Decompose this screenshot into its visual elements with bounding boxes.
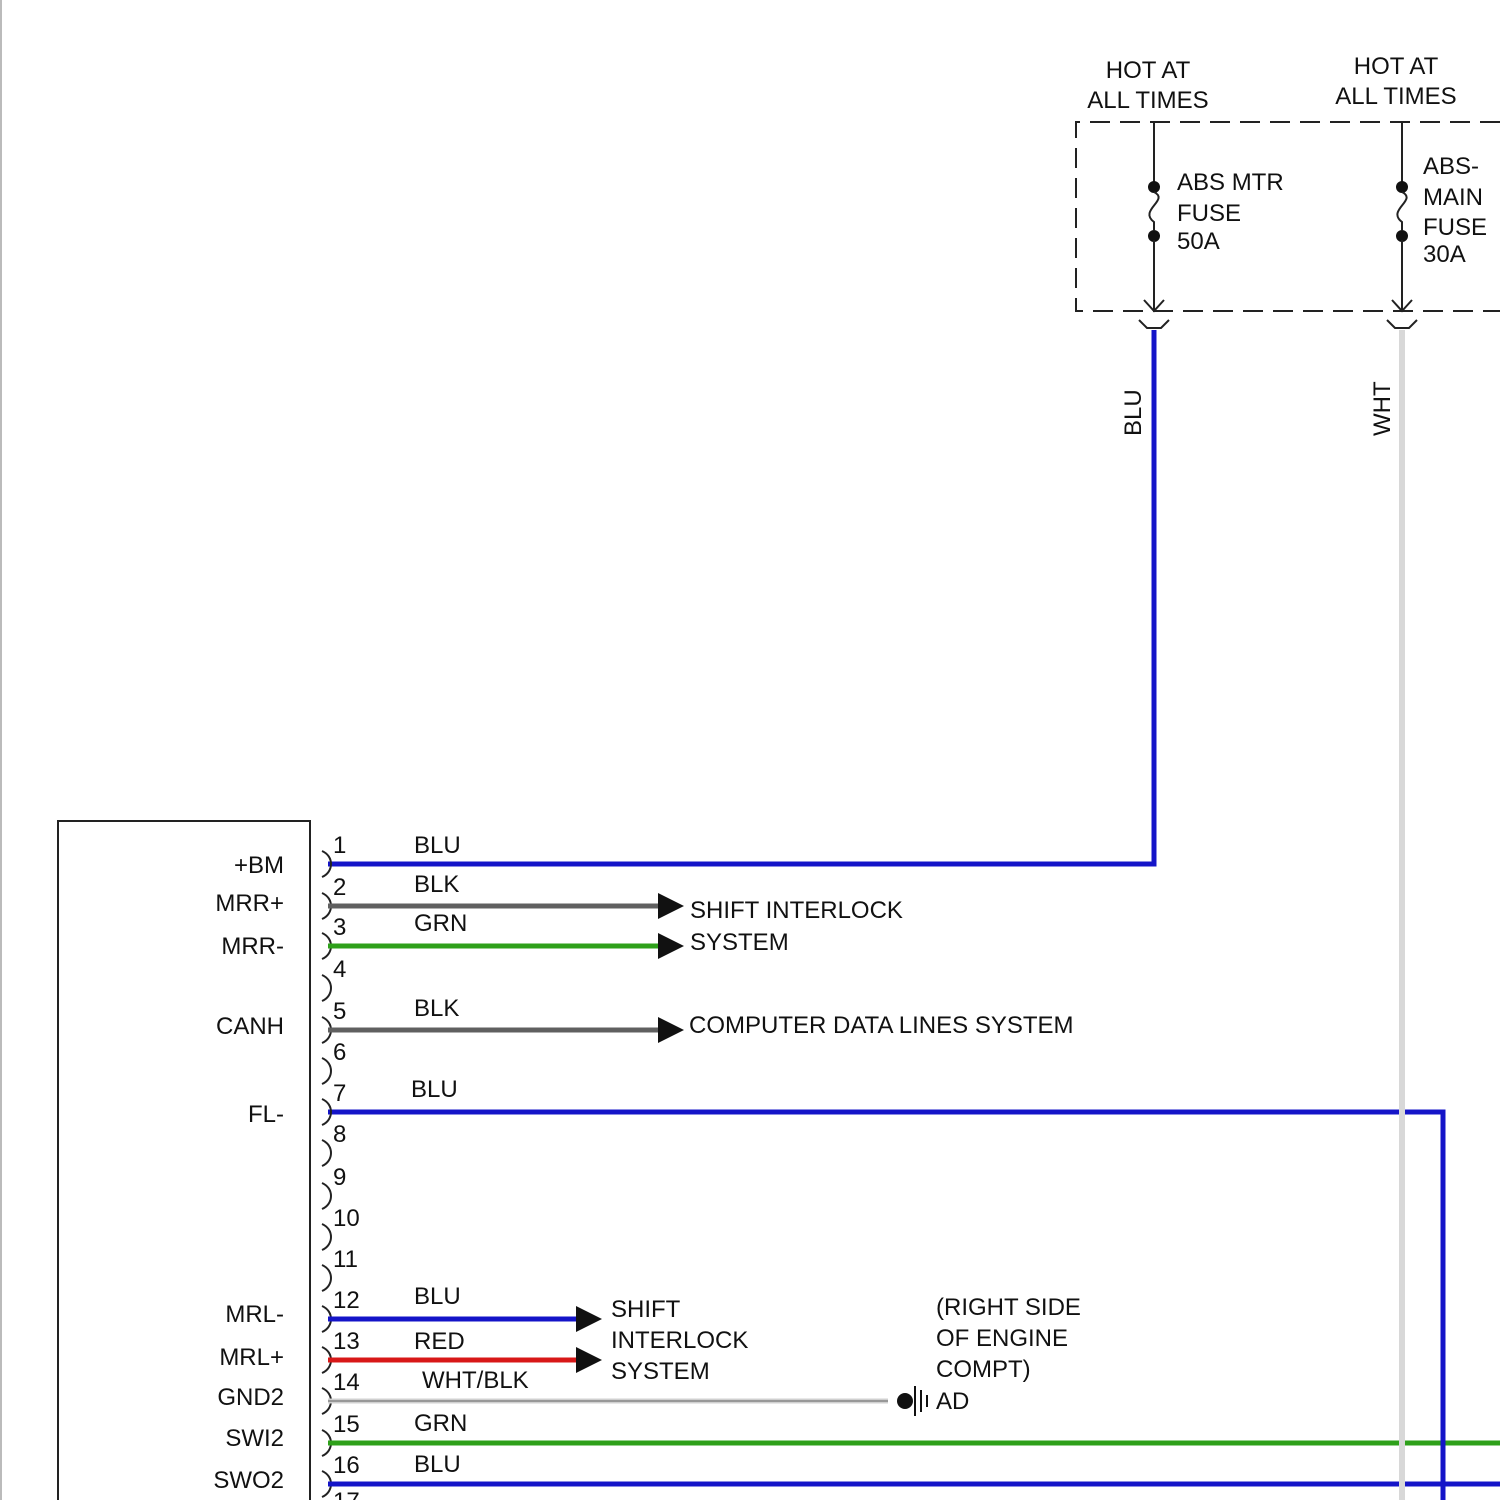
wire-blu-fuse1 [328, 330, 1154, 864]
connector-pin-bracket [322, 1265, 331, 1291]
pin-label-mrr-plus: MRR+ [215, 890, 284, 917]
wire-15-color: GRN [414, 1410, 467, 1437]
ground-location-line3: COMPT) [936, 1356, 1031, 1383]
connector-pin-bracket [322, 975, 331, 1001]
connector-pin-bracket [322, 1140, 331, 1166]
connector-icon [1387, 320, 1417, 328]
wire-1-color: BLU [414, 832, 461, 859]
pin-number: 8 [333, 1121, 346, 1148]
pin-label-swi2: SWI2 [225, 1425, 284, 1452]
dest-computer-data-lines: COMPUTER DATA LINES SYSTEM [689, 1012, 1074, 1039]
pin-number: 14 [333, 1369, 360, 1396]
pin-number: 2 [333, 874, 346, 901]
pin-label-mrr-minus: MRR- [221, 933, 284, 960]
pin-label-fl-minus: FL- [248, 1101, 284, 1128]
pin-number: 13 [333, 1328, 360, 1355]
arrow-icon [658, 1017, 684, 1043]
pin-label-swo2: SWO2 [213, 1467, 284, 1494]
fuse1-rating: 50A [1177, 228, 1220, 255]
pin-number: 5 [333, 998, 346, 1025]
fuse2-name-line2: MAIN [1423, 184, 1483, 211]
arrow-icon [576, 1347, 602, 1373]
fuse1-hot-line1: HOT AT [1106, 57, 1191, 84]
pin-number: 16 [333, 1452, 360, 1479]
dest-shift-interlock-upper-line1: SHIFT INTERLOCK [690, 897, 903, 924]
fuse1-name-line2: FUSE [1177, 200, 1241, 227]
arrow-icon [658, 893, 684, 919]
arrow-icon [576, 1306, 602, 1332]
ground-location-line2: OF ENGINE [936, 1325, 1068, 1352]
pin-number: 12 [333, 1287, 360, 1314]
ground-id: AD [936, 1388, 969, 1415]
pin-number: 6 [333, 1039, 346, 1066]
fuse1-hot-line2: ALL TIMES [1087, 87, 1208, 114]
pin-number: 1 [333, 832, 346, 859]
wire-2-color: BLK [414, 871, 459, 898]
connector-icon [1139, 320, 1169, 328]
pin-number: 7 [333, 1080, 346, 1107]
fuse2-name-line1: ABS- [1423, 153, 1479, 180]
pin-label-mrl-minus: MRL- [225, 1301, 284, 1328]
fuse-1 [1139, 122, 1169, 328]
fuse1-name-line1: ABS MTR [1177, 169, 1284, 196]
pin-label-canh: CANH [216, 1013, 284, 1040]
pin-label-mrl-plus: MRL+ [219, 1344, 284, 1371]
dest-shift-interlock-lower-line1: SHIFT [611, 1296, 681, 1323]
fuse2-name-line3: FUSE [1423, 214, 1487, 241]
dest-shift-interlock-upper-line2: SYSTEM [690, 929, 789, 956]
fuse2-rating: 30A [1423, 241, 1466, 268]
pin-number: 3 [333, 914, 346, 941]
wire-14-color: WHT/BLK [422, 1367, 529, 1394]
connector-pin-bracket [322, 1183, 331, 1209]
wire-13-color: RED [414, 1328, 465, 1355]
dest-shift-interlock-lower-line2: INTERLOCK [611, 1327, 748, 1354]
connector-pin-bracket [322, 1224, 331, 1250]
pin-number: 10 [333, 1205, 360, 1232]
fuse2-wire-color: WHT [1369, 381, 1396, 436]
pin-number: 4 [333, 956, 346, 983]
wire-5-color: BLK [414, 995, 459, 1022]
wire-3-color: GRN [414, 910, 467, 937]
dest-shift-interlock-lower-line3: SYSTEM [611, 1358, 710, 1385]
pin-number: 9 [333, 1164, 346, 1191]
pin-number: 11 [333, 1246, 358, 1273]
wire-12-color: BLU [414, 1283, 461, 1310]
fuse2-hot-line1: HOT AT [1354, 53, 1439, 80]
fuse-2 [1387, 122, 1417, 328]
pin-label-gnd2: GND2 [217, 1384, 284, 1411]
wire-7-color: BLU [411, 1076, 458, 1103]
connector-pin-bracket [322, 1058, 331, 1084]
fuse1-wire-color: BLU [1120, 389, 1147, 436]
arrow-icon [658, 933, 684, 959]
fuse2-hot-line2: ALL TIMES [1335, 83, 1456, 110]
wire-16-color: BLU [414, 1451, 461, 1478]
pin-number: 15 [333, 1411, 360, 1438]
pin-label-bm: +BM [234, 852, 284, 879]
ground-icon [897, 1386, 927, 1416]
pin-number: 17 [333, 1488, 360, 1500]
ground-location-line1: (RIGHT SIDE [936, 1294, 1081, 1321]
